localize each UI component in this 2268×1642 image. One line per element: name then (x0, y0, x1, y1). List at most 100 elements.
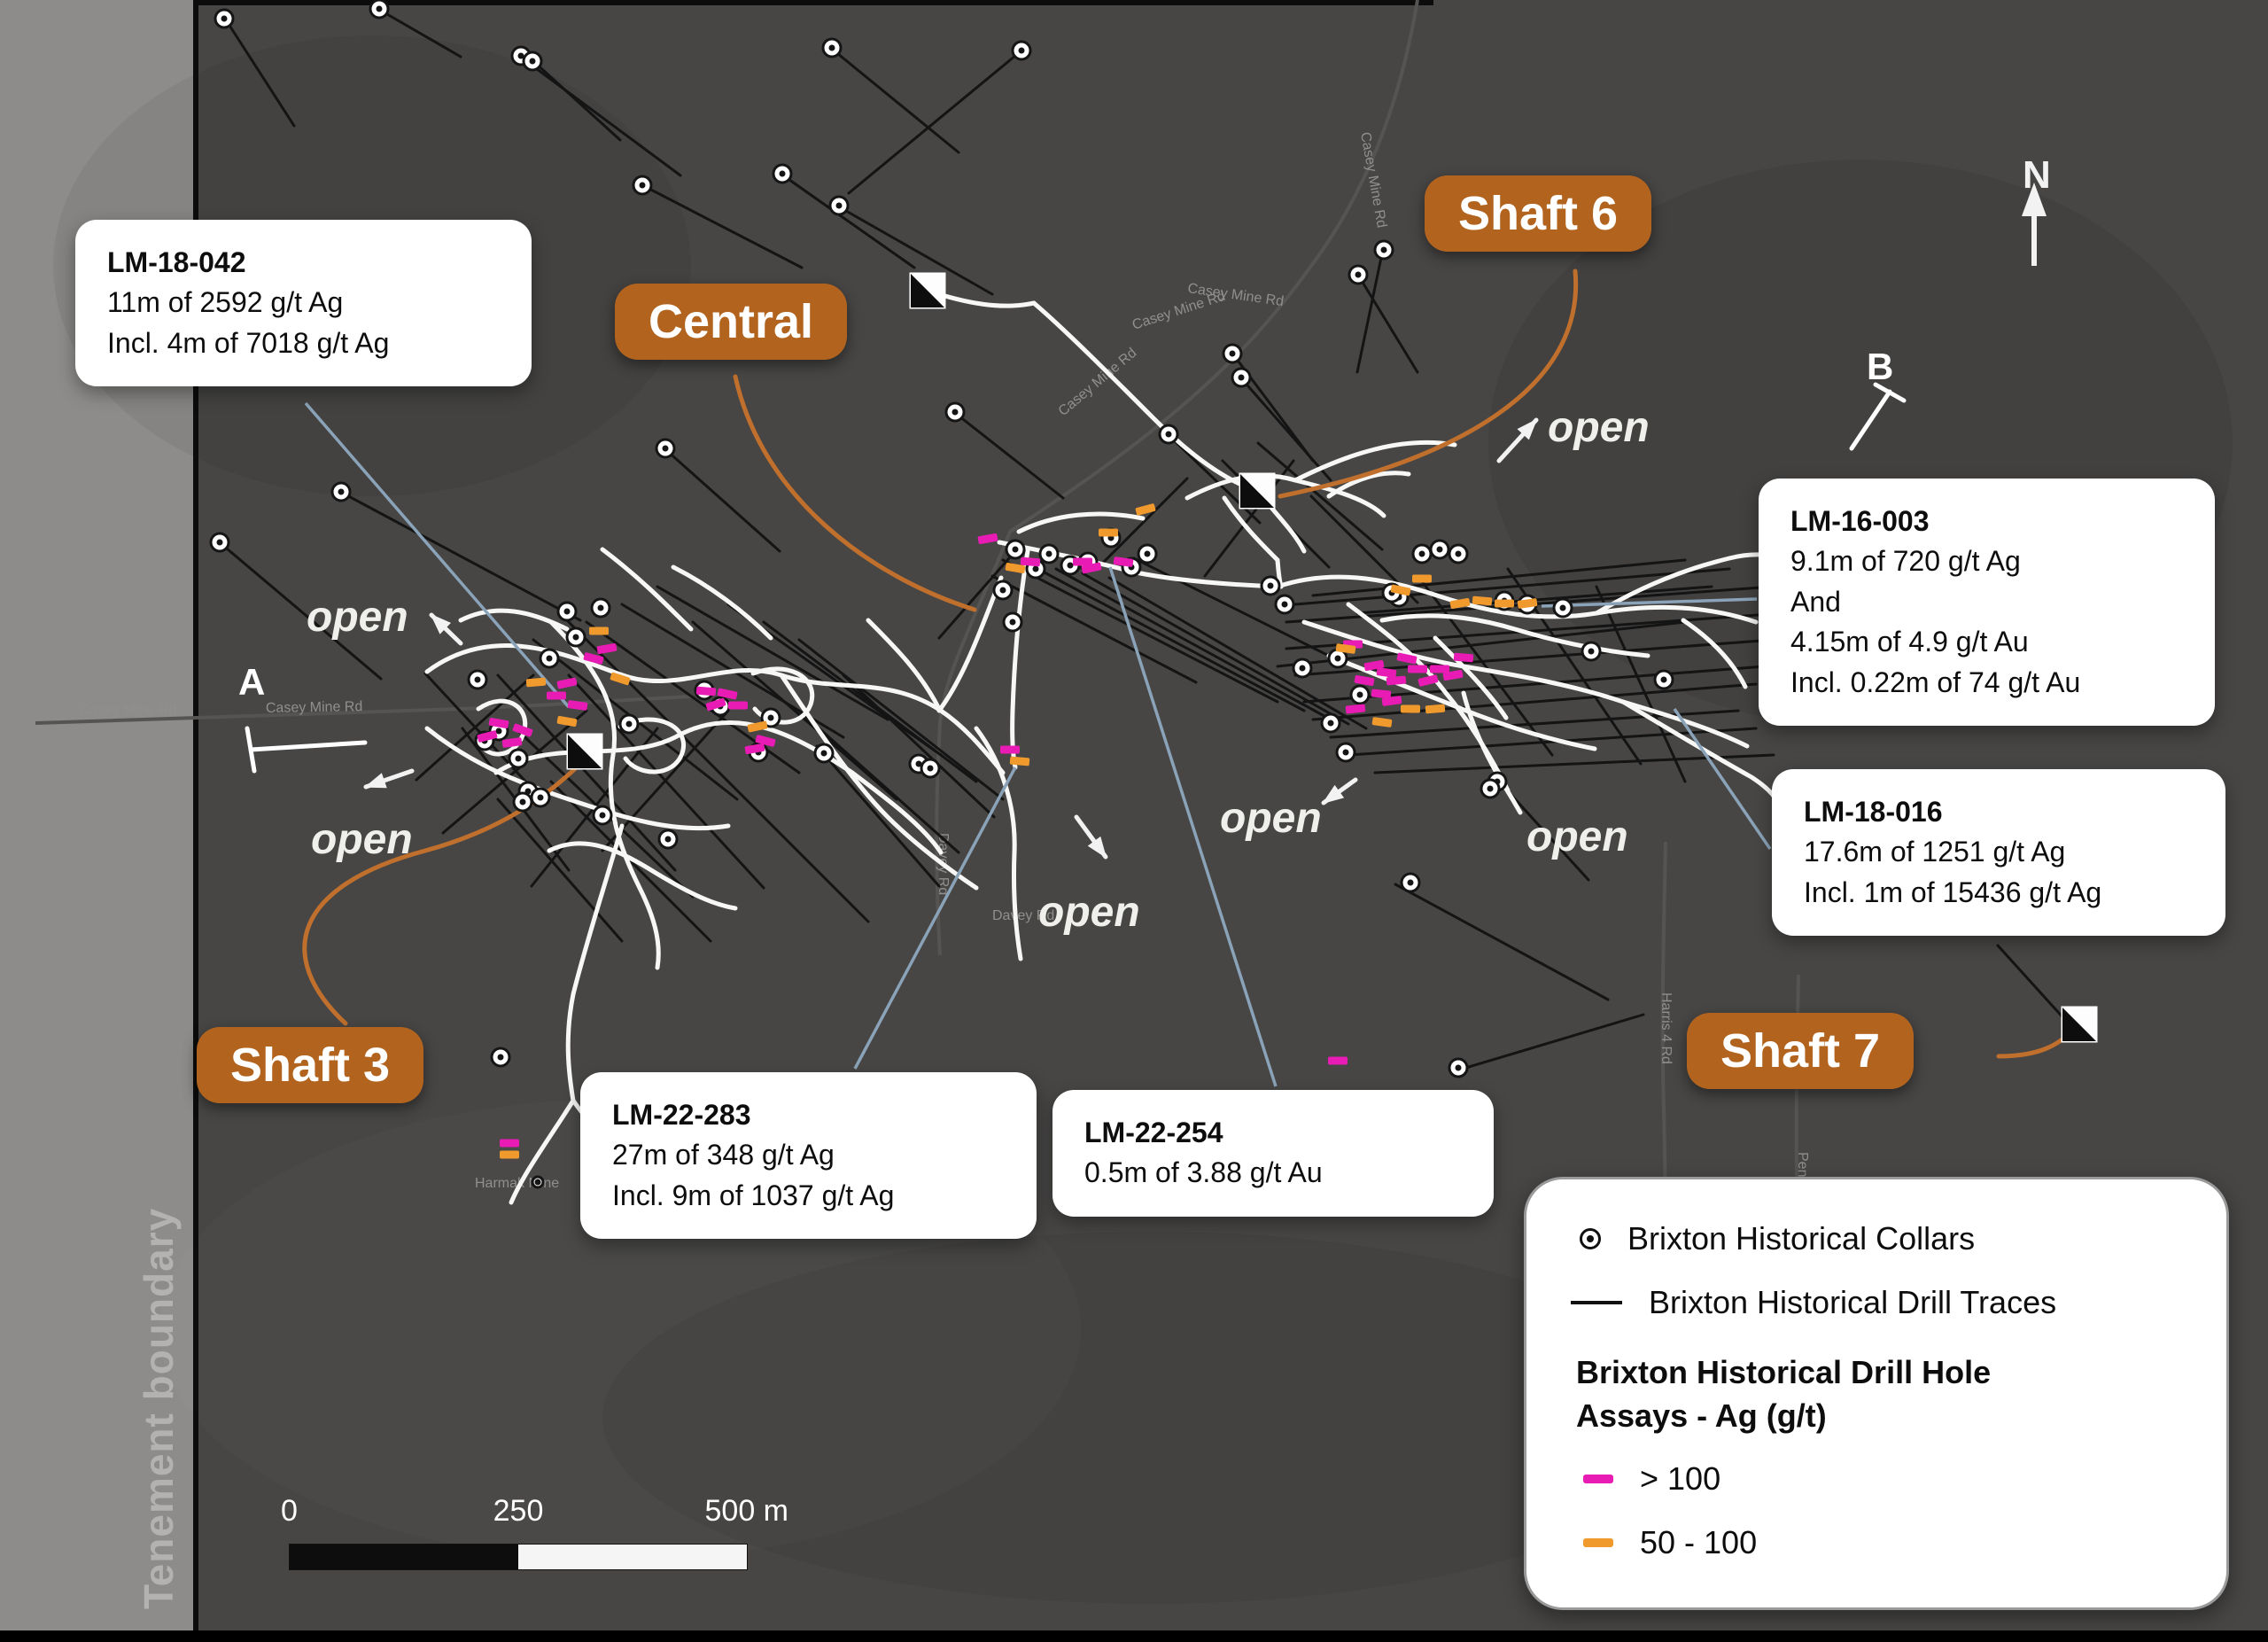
assay-interval (1009, 756, 1030, 767)
collar-dot (1009, 619, 1016, 626)
collar-dot (495, 728, 502, 735)
assay-interval (1381, 696, 1402, 706)
assay-interval (744, 743, 765, 755)
drill-trace (815, 744, 941, 888)
collar-dot (537, 794, 544, 801)
drill-trace (1996, 944, 2068, 1023)
magenta-dash-icon (1583, 1475, 1613, 1484)
label-central: Central (615, 284, 848, 360)
callout-title: LM-22-254 (1084, 1117, 1223, 1148)
collar-dot (625, 720, 633, 728)
callout-leader (853, 767, 1017, 1070)
workings-trace (1681, 618, 1748, 689)
assays-layer (477, 503, 1538, 1159)
drill-trace (225, 19, 296, 128)
open-label: open (1220, 795, 1322, 842)
callout-line: Incl. 1m of 15436 g/t Ag (1804, 875, 2102, 908)
workings-trace (1326, 471, 1411, 499)
drill-trace (1081, 572, 1350, 726)
assay-interval (717, 688, 738, 700)
assay-interval (525, 677, 547, 688)
collar-legend-icon (1580, 1228, 1601, 1249)
drill-trace (664, 448, 781, 553)
workings-trace (1433, 635, 1509, 720)
section-line (248, 740, 368, 752)
collar-dot (1281, 601, 1288, 608)
workings-trace (509, 1098, 576, 1205)
drill-trace (656, 585, 889, 721)
collar-dot (1032, 565, 1039, 572)
workings-trace (548, 619, 661, 970)
bottom-border-bar (0, 1630, 2268, 1642)
callout-lm-22-283: LM-22-283 27m of 348 g/t Ag Incl. 9m of … (580, 1072, 1037, 1240)
collar-dot (376, 5, 383, 12)
collar-dot (517, 52, 524, 59)
workings-trace (458, 608, 570, 632)
collar-dot (820, 750, 827, 757)
assay-interval (1418, 674, 1439, 687)
assay-interval (501, 737, 523, 748)
drill-trace (1355, 252, 1384, 374)
collar-dot (767, 714, 774, 721)
collar-dot (519, 798, 526, 805)
callout-line: 9.1m of 720 g/t Ag (1790, 545, 2021, 578)
assay-interval (977, 533, 998, 545)
callout-line: Incl. 0.22m of 74 g/t Au (1790, 665, 2081, 698)
legend-assay-mid-label: 50 - 100 (1640, 1524, 1758, 1561)
assay-interval (1517, 598, 1538, 609)
assay-interval (1425, 704, 1446, 714)
drill-trace (441, 709, 588, 835)
legend-row-collars: Brixton Historical Collars (1576, 1220, 2177, 1257)
collar-dot (1299, 665, 1306, 672)
tenement-boundary-line (193, 0, 198, 1631)
drill-trace (1311, 558, 1687, 597)
drill-trace (1595, 585, 1687, 783)
drill-trace (496, 673, 677, 872)
road-label: Casey Mine Rd (80, 703, 176, 718)
road-label: Harris 4 Rd (1658, 992, 1674, 1064)
collar-dot (1018, 47, 1025, 54)
drill-trace (565, 619, 870, 923)
collar-dot (828, 44, 835, 51)
drill-trace (1311, 682, 1758, 721)
legend-row-traces: Brixton Historical Drill Traces (1571, 1284, 2177, 1321)
scale-bar-black-segment (290, 1545, 518, 1569)
callout-leaders-layer (304, 401, 1772, 1087)
assay-interval (589, 626, 609, 635)
drill-trace (1132, 556, 1331, 658)
assay-interval (1442, 669, 1464, 681)
workings-trace (547, 841, 738, 911)
scale-bar-graphic (289, 1544, 748, 1570)
workings-trace (1293, 440, 1457, 483)
collar-dot (639, 182, 646, 189)
drill-trace (838, 206, 994, 296)
assay-interval (1449, 597, 1471, 610)
workings-trace (1326, 653, 1597, 751)
shaft-triangle (911, 274, 944, 307)
workings-trace (617, 717, 686, 774)
collar-dot (563, 608, 571, 615)
drill-trace (842, 673, 996, 819)
section-tick (245, 726, 257, 774)
callout-leader (1673, 708, 1772, 850)
collar-dot (1380, 246, 1387, 253)
drill-trace (340, 491, 582, 622)
workings-trace (1379, 613, 1651, 658)
assay-interval (477, 730, 498, 743)
drill-traces-layer (220, 9, 2068, 1071)
collar-dot (1355, 271, 1362, 278)
legend-row-assay-high: > 100 (1576, 1460, 2177, 1498)
assay-interval (1335, 643, 1356, 654)
assay-interval (567, 700, 588, 711)
drill-trace (642, 184, 804, 269)
assay-interval (556, 677, 578, 689)
collar-dot (221, 15, 228, 22)
legend-row-assay-mid: 50 - 100 (1576, 1524, 2177, 1561)
collar-dot (835, 202, 843, 209)
callout-lm-16-003: LM-16-003 9.1m of 720 g/t Ag And 4.15m o… (1759, 479, 2215, 727)
shaft-triangle (568, 735, 602, 768)
open-direction-arrow (1321, 777, 1358, 805)
assay-interval (1430, 665, 1449, 673)
collar-dot (1342, 749, 1349, 756)
label-shaft-7: Shaft 7 (1687, 1013, 1915, 1089)
